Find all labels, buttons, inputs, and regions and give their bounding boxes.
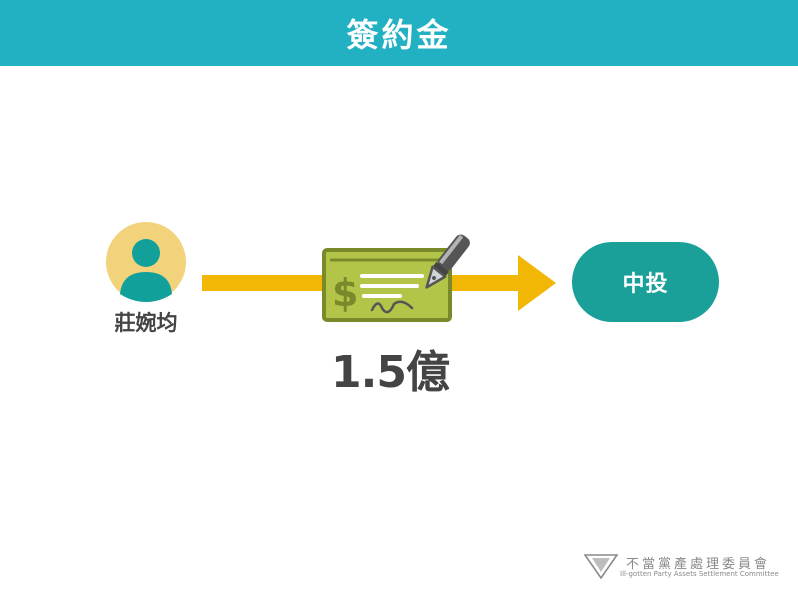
header-bar: 簽約金 [0,0,798,66]
committee-name-en: Ill-gotten Party Assets Settlement Commi… [620,570,779,578]
committee-logo: 不當黨產處理委員會 Ill-gotten Party Assets Settle… [584,553,784,583]
committee-name-cn: 不當黨產處理委員會 [626,557,771,572]
payer-name: 莊婉均 [114,311,178,335]
svg-text:$: $ [332,271,358,315]
cheque-signing-icon: $ [322,234,470,322]
recipient-label: 中投 [622,272,669,297]
page-title: 簽約金 [346,16,452,54]
payment-amount: 1.5億 [331,347,450,398]
recipient-badge: 中投 [572,242,719,322]
triangle-logo-icon [584,554,618,579]
person-avatar-icon [106,222,186,302]
